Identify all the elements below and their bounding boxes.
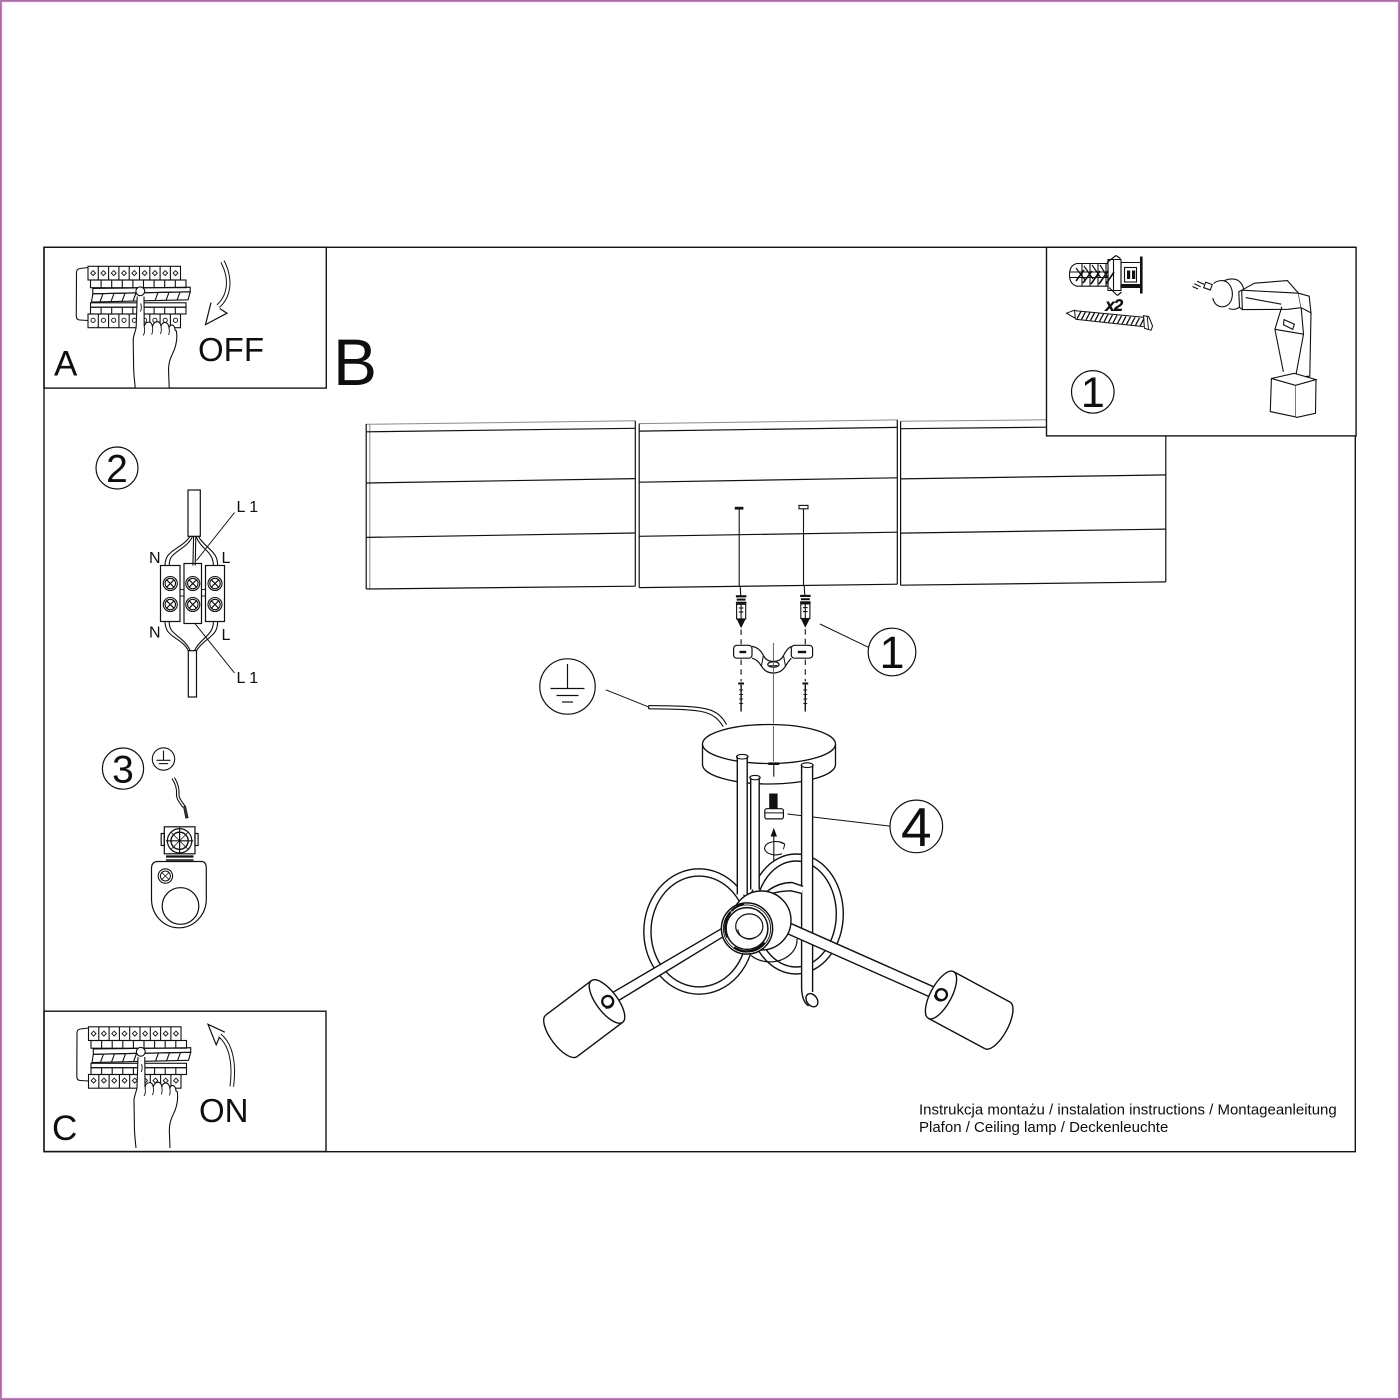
svg-text:L 1: L 1 bbox=[237, 670, 259, 687]
svg-text:1: 1 bbox=[879, 627, 904, 678]
svg-text:2: 2 bbox=[106, 448, 128, 491]
svg-text:L: L bbox=[222, 550, 231, 567]
svg-text:ON: ON bbox=[199, 1092, 249, 1129]
svg-text:B: B bbox=[333, 325, 377, 399]
svg-text:1: 1 bbox=[1081, 369, 1105, 417]
svg-text:Instrukcja montażu / instalati: Instrukcja montażu / instalation instruc… bbox=[919, 1102, 1337, 1119]
svg-text:x2: x2 bbox=[1105, 298, 1123, 315]
svg-text:4: 4 bbox=[901, 796, 932, 858]
svg-text:L 1: L 1 bbox=[237, 499, 259, 516]
svg-text:L: L bbox=[222, 627, 231, 644]
svg-text:N: N bbox=[149, 550, 161, 567]
svg-text:C: C bbox=[52, 1109, 77, 1148]
svg-text:A: A bbox=[54, 345, 78, 384]
svg-text:OFF: OFF bbox=[198, 331, 264, 368]
svg-text:N: N bbox=[149, 625, 161, 642]
svg-text:Plafon / Ceiling lamp / Decken: Plafon / Ceiling lamp / Deckenleuchte bbox=[919, 1119, 1168, 1136]
svg-text:3: 3 bbox=[112, 749, 134, 792]
